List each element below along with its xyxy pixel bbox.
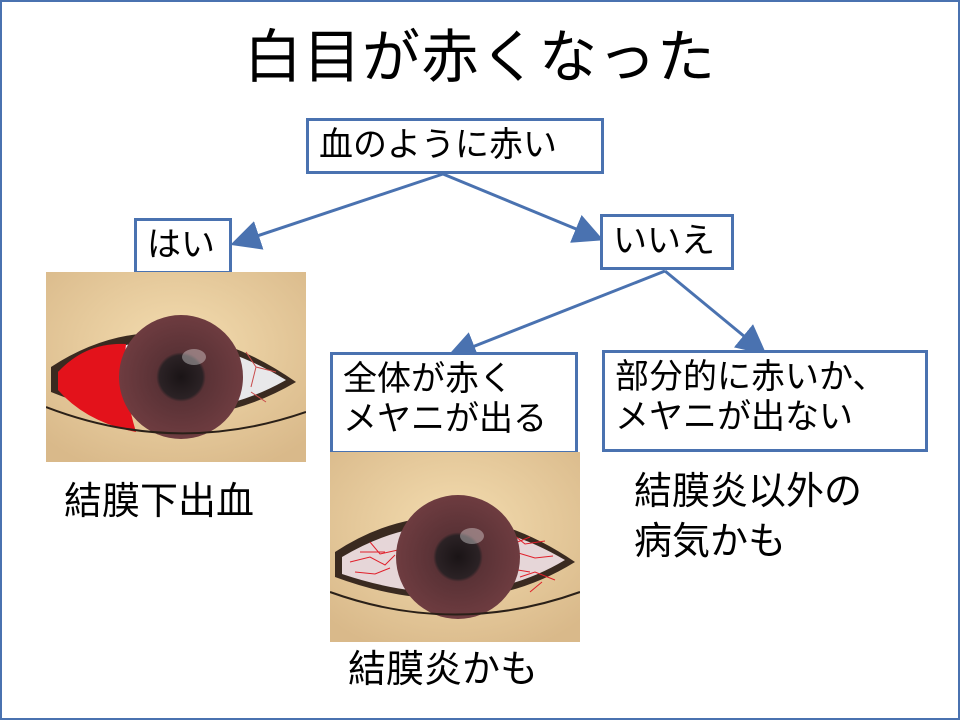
node-root: 血のように赤い (306, 118, 604, 174)
slide-title: 白目が赤くなった (243, 23, 716, 91)
node-no-label: いいえ (613, 221, 715, 261)
node-whole-red: 全体が赤く メヤニが出る (330, 352, 578, 454)
hemorrhage-eye-image (46, 272, 306, 462)
node-whole-red-line2: メヤニが出る (343, 399, 547, 439)
partial-red-result-label: 結膜炎以外の 病気かも (634, 466, 862, 566)
node-partial-red-line1: 部分的に赤いか、 (615, 357, 887, 397)
conjunctivitis-eye-image (330, 452, 580, 642)
node-whole-red-line1: 全体が赤く (343, 359, 513, 399)
arrow-root-to-no (442, 172, 604, 243)
partial-red-result-line1: 結膜炎以外の (634, 469, 863, 513)
partial-red-result-line2: 病気かも (634, 519, 787, 563)
node-yes-label: はい (147, 225, 215, 265)
arrow-root-to-yes (230, 172, 444, 250)
node-yes: はい (134, 218, 232, 274)
yes-result-label: 結膜下出血 (64, 479, 255, 523)
node-no: いいえ (600, 214, 734, 270)
node-root-label: 血のように赤い (319, 125, 557, 165)
arrow-no-to-partial (664, 269, 767, 355)
whole-red-result-label: 結膜炎かも (348, 647, 539, 691)
arrow-no-to-whole (446, 269, 666, 361)
node-partial-red-line2: メヤニが出ない (615, 397, 853, 437)
node-partial-red: 部分的に赤いか、 メヤニが出ない (602, 350, 928, 452)
